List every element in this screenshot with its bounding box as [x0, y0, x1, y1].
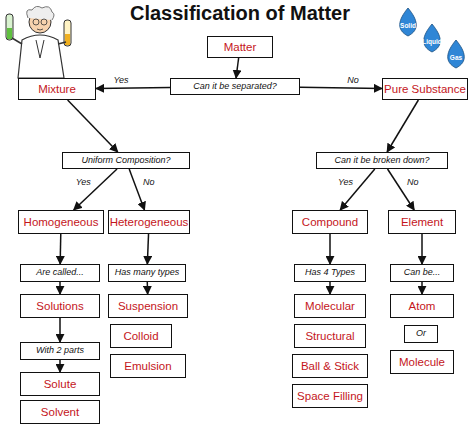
node-text: Heterogeneous [110, 216, 189, 228]
node-text: Solute [44, 378, 77, 390]
flow-arrow [329, 234, 331, 264]
edge-label: No [347, 75, 359, 85]
node-text: Solvent [41, 406, 79, 418]
flow-arrow [421, 282, 423, 294]
node-text: Molecule [399, 356, 445, 368]
category-box: Molecular [294, 294, 366, 318]
node-text: Can be... [404, 268, 441, 277]
flow-arrow [68, 100, 118, 152]
flow-arrow [129, 169, 144, 210]
flow-arrow [147, 282, 149, 294]
note-box: Has many types [108, 264, 186, 282]
note-box: Has 4 Types [294, 264, 366, 282]
node-text: Or [416, 329, 426, 338]
flow-arrow [59, 234, 61, 264]
flow-arrow [329, 282, 331, 294]
category-box: Compound [292, 210, 368, 234]
category-box: Mixture [18, 78, 96, 100]
flow-arrow [59, 282, 61, 294]
node-text: With 2 parts [36, 346, 84, 355]
flow-arrow [59, 360, 61, 372]
flow-arrow [236, 58, 239, 78]
flow-arrow [387, 100, 418, 152]
node-text: Are called... [36, 268, 84, 277]
category-box: Pure Substance [382, 78, 468, 100]
diagram-title: Classification of Matter [100, 2, 380, 25]
node-text: Structural [305, 330, 354, 342]
category-box: Solvent [20, 400, 100, 424]
category-box: Homogeneous [18, 210, 104, 234]
node-text: Ball & Stick [301, 360, 359, 372]
node-text: Homogeneous [24, 216, 99, 228]
flow-arrow [421, 234, 423, 264]
node-text: Solutions [36, 300, 83, 312]
state-label: Liquid [422, 38, 442, 45]
edge-label: Yes [113, 75, 128, 85]
note-box: Can it be broken down? [316, 152, 448, 169]
edge-label: Yes [338, 177, 353, 187]
flow-arrow [340, 169, 375, 210]
note-box: Can be... [390, 264, 454, 282]
note-box: Can it be separated? [170, 78, 300, 95]
edge-label: No [143, 177, 155, 187]
note-box: With 2 parts [20, 342, 100, 360]
note-box: Are called... [20, 264, 100, 282]
note-box: Or [404, 325, 438, 343]
node-text: Molecular [305, 300, 355, 312]
scientist-clipart [6, 6, 71, 78]
state-label: Gas [450, 54, 462, 61]
node-text: Mixture [38, 83, 76, 95]
node-text: Has many types [115, 268, 180, 277]
flow-arrow [147, 234, 148, 264]
node-text: Space Filling [297, 390, 363, 402]
state-label: Solid [400, 22, 416, 29]
flow-arrow [74, 169, 117, 210]
edge-label: Yes [76, 177, 91, 187]
note-box: Uniform Composition? [62, 152, 190, 169]
category-box: Molecule [390, 350, 454, 374]
category-box: Element [388, 210, 456, 234]
node-text: Pure Substance [384, 83, 466, 95]
category-box: Matter [207, 36, 273, 58]
node-text: Compound [302, 216, 358, 228]
flow-arrow [59, 318, 61, 342]
node-text: Atom [409, 300, 436, 312]
category-box: Structural [294, 324, 366, 348]
node-text: Matter [224, 41, 257, 53]
category-box: Space Filling [292, 384, 368, 408]
category-box: Heterogeneous [108, 210, 190, 234]
category-box: Solute [20, 372, 100, 396]
node-text: Can it be separated? [193, 82, 277, 91]
node-text: Suspension [118, 300, 178, 312]
water-drop-clipart [400, 8, 465, 68]
category-box: Colloid [110, 324, 172, 348]
node-text: Colloid [123, 330, 158, 342]
category-box: Solutions [20, 294, 100, 318]
edge-label: No [407, 177, 419, 187]
category-box: Emulsion [110, 354, 186, 378]
flow-arrow [388, 169, 415, 210]
node-text: Has 4 Types [305, 268, 355, 277]
node-text: Element [401, 216, 443, 228]
category-box: Ball & Stick [292, 354, 368, 378]
node-text: Emulsion [124, 360, 171, 372]
category-box: Suspension [108, 294, 188, 318]
node-text: Uniform Composition? [81, 156, 170, 165]
category-box: Atom [390, 294, 454, 318]
flow-arrow [96, 87, 170, 88]
node-text: Can it be broken down? [334, 156, 429, 165]
flow-arrow [300, 87, 382, 88]
